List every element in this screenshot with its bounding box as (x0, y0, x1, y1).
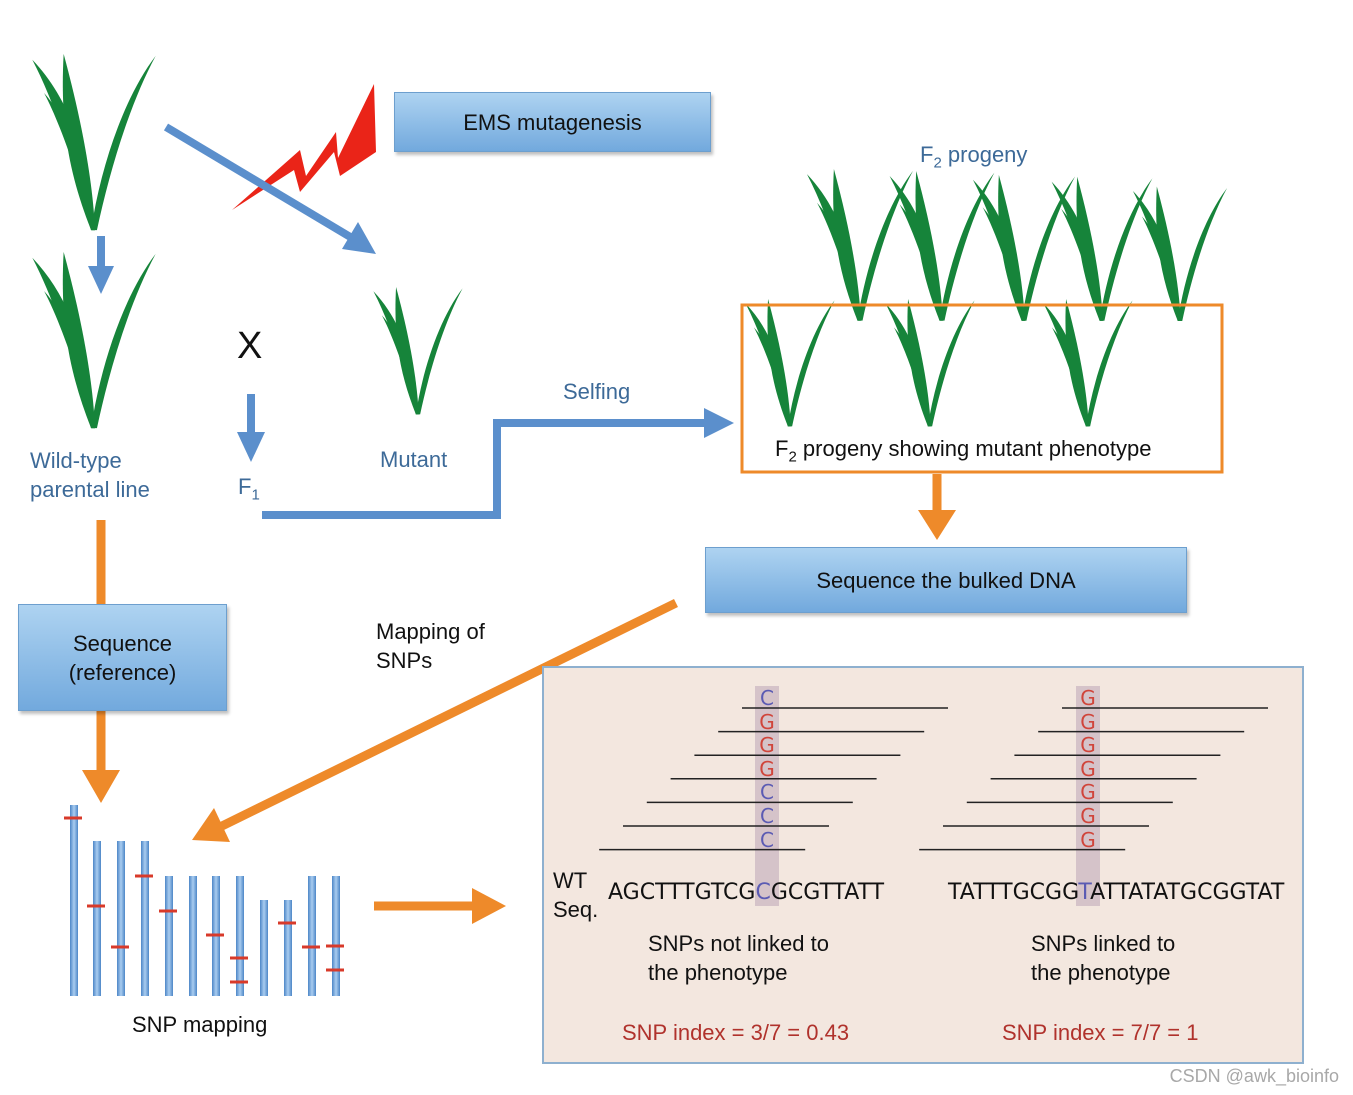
f2-mutant-plant-2 (885, 299, 975, 427)
f2-plant-5 (1132, 186, 1228, 322)
linked-label-line1: SNPs linked to (1031, 931, 1176, 956)
snp-mapping-label: SNP mapping (132, 1012, 268, 1037)
read-base: G (759, 709, 775, 734)
f1-label: F1 (238, 474, 260, 504)
mapping-label-line1: Mapping of (376, 619, 485, 644)
snp-index-right: SNP index = 7/7 = 1 (1002, 1020, 1199, 1045)
chromosome-bar (260, 900, 268, 996)
read-base: G (1080, 804, 1096, 828)
sequence-reference-box: Sequence (reference) (18, 604, 227, 711)
chromosome-bar (117, 841, 125, 996)
wildtype-down-arrowhead (88, 266, 114, 294)
mapping-label-line2: SNPs (376, 648, 433, 673)
f1-down-arrowhead (237, 432, 265, 462)
read-base: G (1080, 756, 1096, 781)
orange-arrows (82, 474, 956, 924)
f2-mutant-plant-3 (1043, 299, 1133, 427)
wild-type-plant-top (32, 53, 156, 231)
mutagenesis-arrowhead (342, 222, 376, 254)
read-base: G (1080, 780, 1096, 805)
chromosome-bar (70, 805, 78, 996)
mutagenesis-arrow (163, 123, 355, 242)
wt-seq-label-line2: Seq. (553, 897, 599, 922)
snp-index-left: SNP index = 3/7 = 0.43 (622, 1020, 850, 1045)
lightning-bolt-icon (232, 84, 376, 210)
chromosome-bar (284, 900, 292, 996)
mutant-plant (373, 287, 463, 415)
chromosome-bar (93, 841, 101, 996)
chromosome-bar (236, 876, 244, 996)
f2-mutant-plant-1 (745, 299, 835, 427)
selfing-arrow (262, 419, 706, 519)
read-base: G (1080, 709, 1096, 734)
read-base: G (1080, 733, 1096, 758)
read-base: G (759, 733, 775, 758)
chromosome-bar (189, 876, 197, 996)
chromosome-bar (332, 876, 340, 996)
reference-down-arrowhead (82, 770, 120, 803)
selfing-label: Selfing (563, 379, 631, 404)
f2-mutant-phenotype-label: F2 progeny showing mutant phenotype (775, 436, 1152, 466)
bulk-down-arrowhead (918, 510, 956, 540)
chromosome-bar (165, 876, 173, 996)
chromosome-bars (64, 805, 344, 996)
wt-seq-label-line1: WT (553, 868, 588, 893)
snp-index-panel (542, 666, 1304, 1064)
mutant-label: Mutant (380, 447, 448, 472)
f2-progeny-label: F2 progeny (920, 142, 1028, 172)
chromosome-bar (308, 876, 316, 996)
chromosome-bar (141, 841, 149, 996)
to-panel-arrowhead (472, 888, 506, 924)
f2-plant-1 (806, 169, 914, 321)
read-base: C (760, 780, 774, 805)
not-linked-label-line1: SNPs not linked to (648, 931, 829, 956)
linked-label-line2: the phenotype (1031, 960, 1171, 985)
wild-type-label-line2: parental line (30, 477, 150, 502)
not-linked-label-line2: the phenotype (648, 960, 788, 985)
wild-type-label-line1: Wild-type (30, 448, 122, 473)
read-base: C (760, 804, 774, 828)
blue-arrows (88, 123, 734, 519)
sequence-bulked-dna-box: Sequence the bulked DNA (705, 547, 1187, 613)
read-base: C (760, 827, 774, 852)
read-base: G (1080, 827, 1096, 852)
read-base: G (759, 756, 775, 781)
cross-mark: X (237, 325, 263, 367)
wt-sequence-right: TATTTGCGGTATTATATGCGGTAT (948, 880, 1285, 905)
f2-plant-2 (889, 170, 995, 321)
mapping-arrow (220, 598, 678, 831)
ems-mutagenesis-box: EMS mutagenesis (394, 92, 711, 152)
f2-mutant-box (740, 303, 1224, 474)
mapping-arrowhead (192, 808, 230, 842)
read-base: G (1080, 686, 1096, 710)
watermark: CSDN @awk_bioinfo (1169, 1066, 1339, 1086)
read-base: C (760, 686, 774, 710)
selfing-arrowhead (704, 408, 734, 438)
wt-sequence-left: AGCTTTGTCGCGCGTTATT (608, 880, 885, 905)
